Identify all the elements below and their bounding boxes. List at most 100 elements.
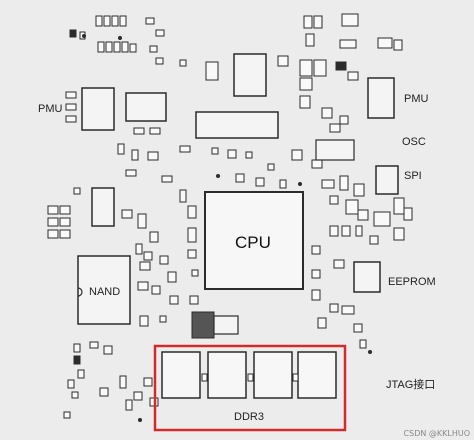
pmu-right-chip [367,77,395,119]
small-component [59,229,71,239]
ddr3-chip-1 [161,351,201,399]
small-component [403,207,413,221]
small-component [311,245,321,255]
small-component [71,391,79,399]
small-component [179,189,187,203]
small-component [67,379,75,389]
pmu-left-chip [81,87,115,131]
small-component [65,103,77,111]
small-component [373,211,391,227]
ddr3-chip-3 [253,351,293,399]
ddr3-chip-4 [297,351,337,399]
small-component [227,149,237,159]
small-component [113,41,121,53]
ddr3-term-1 [201,373,208,382]
via-dot [138,418,142,422]
cpu-chip [204,191,304,290]
small-component [133,127,145,135]
small-component [73,355,81,365]
small-component [317,317,327,329]
small-component [211,147,219,155]
nand-notch [77,287,83,297]
label-jtag: JTAG接口 [386,379,436,391]
small-component [279,179,287,189]
small-component [333,259,345,269]
nand-chip [77,255,131,325]
small-component [245,151,253,159]
small-component [117,143,125,155]
center-chip-b [195,111,279,139]
via-dot [216,174,220,178]
small-component [69,29,77,38]
bottom-regulator [191,311,215,339]
small-component [47,229,59,239]
small-component [139,261,151,271]
small-component [299,95,311,109]
small-component [167,271,177,283]
small-component [393,197,405,215]
small-component [313,59,327,77]
small-component [149,127,161,135]
small-component [339,175,349,191]
pmu-left-chip-2 [125,92,167,122]
small-component [99,387,109,397]
small-component [347,71,359,81]
small-component [65,115,77,123]
label-eeprom: EEPROM [388,276,436,288]
small-component [353,323,363,333]
small-component [329,225,339,237]
small-component [137,281,149,291]
small-component [321,107,333,119]
via-dot [82,34,86,38]
label-cpu: CPU [235,233,271,252]
small-component [187,227,197,243]
via-dot [298,182,302,186]
small-component [147,151,159,161]
small-component [131,149,139,161]
label-pmu-left: PMU [38,103,63,115]
small-component [179,59,187,67]
small-component [149,231,159,243]
small-component [77,369,85,379]
small-component [339,115,349,125]
small-component [369,235,379,245]
small-component [63,411,71,419]
small-component [149,45,158,53]
small-component [329,195,339,205]
osc-block [315,139,355,161]
small-component [187,205,197,219]
small-component [179,145,191,153]
small-component [393,227,405,241]
small-component [305,33,315,47]
via-dot [368,350,372,354]
left-mid-chip [91,187,115,227]
small-component [313,15,323,29]
spi-chip [375,165,399,195]
label-pmu-right: PMU [404,93,429,105]
small-component [311,159,323,169]
small-component [103,15,111,27]
small-component [151,285,161,295]
small-component [341,225,351,237]
small-component [47,217,59,227]
label-nand: NAND [89,286,121,298]
small-component [189,295,199,305]
small-component [299,77,313,91]
small-component [267,163,275,171]
small-component [321,179,335,189]
ddr3-highlight-box [153,344,347,432]
small-component [377,37,393,49]
small-component [235,173,245,183]
small-component [191,269,199,277]
small-component [299,59,313,77]
small-component [73,187,81,195]
small-component [341,13,359,27]
small-component [353,183,365,197]
small-component [59,217,71,227]
small-component [357,209,369,221]
small-component [65,91,77,99]
small-component [121,41,129,53]
small-component [47,205,59,215]
